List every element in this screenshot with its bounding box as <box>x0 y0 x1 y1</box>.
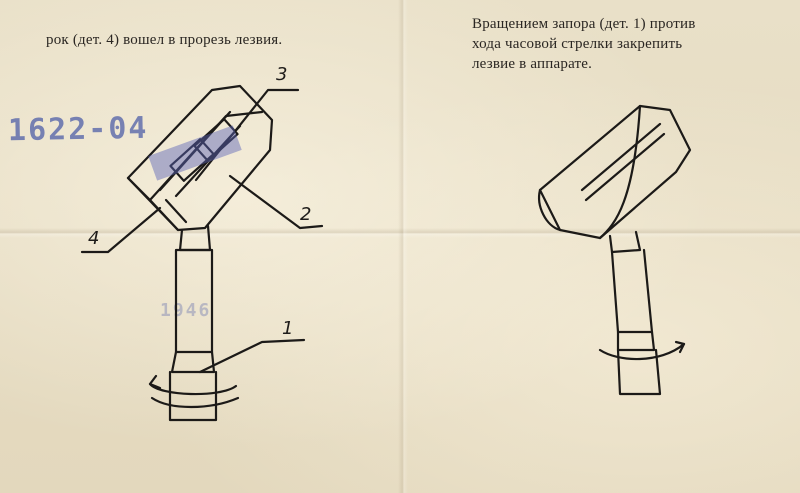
closed-lock-knob <box>616 348 662 396</box>
closed-blade-line <box>584 132 666 202</box>
callout-3: 3 <box>276 64 288 85</box>
leader-line-3 <box>194 88 300 182</box>
closed-head-curve <box>598 104 642 240</box>
callout-2: 2 <box>300 204 312 225</box>
text-line: рок (дет. 4) вошел в прорезь лезвия. <box>46 32 283 48</box>
callout-1: 1 <box>282 318 294 339</box>
vertical-fold-crease <box>398 0 408 493</box>
text-line: лезвие в аппарате. <box>472 56 593 72</box>
horizontal-fold-crease <box>0 228 800 238</box>
rotation-arrow-upper <box>148 382 238 396</box>
rotation-arrow-lower <box>150 396 240 409</box>
faint-stamp: 1946 <box>160 300 212 321</box>
left-instruction-text: рок (дет. 4) вошел в прорезь лезвия. <box>46 30 366 50</box>
stamp-smudge <box>148 125 242 181</box>
leader-line-1 <box>198 338 306 374</box>
text-line: хода часовой стрелки закрепить <box>472 36 683 52</box>
callout-4: 4 <box>88 228 100 249</box>
closed-blade-line <box>580 122 662 192</box>
leader-line-2 <box>228 174 324 230</box>
blade-window <box>169 138 215 182</box>
lock-knob <box>168 370 218 422</box>
leader-line-4 <box>80 206 162 254</box>
closed-head-outline <box>538 104 692 240</box>
closed-rotation-arrow <box>598 342 686 361</box>
closed-handle-body <box>610 248 654 334</box>
right-instruction-text: Вращением запора (дет. 1) против хода ча… <box>472 14 772 74</box>
text-line: Вращением запора (дет. 1) против <box>472 16 696 32</box>
